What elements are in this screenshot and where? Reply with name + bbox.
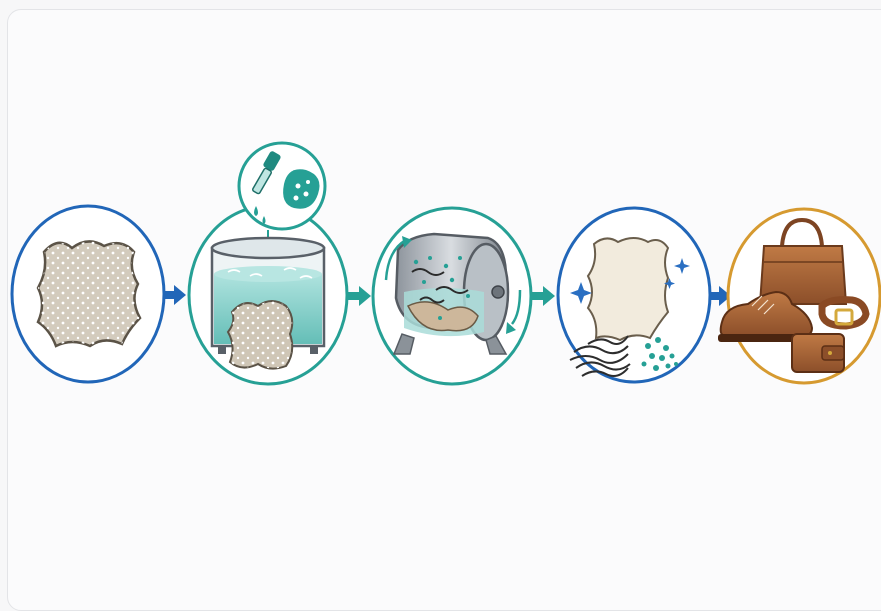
flow-arrow-3: [532, 286, 555, 306]
step-drum-processing: [373, 208, 531, 384]
enzyme-callout: [239, 143, 325, 229]
flow-arrow-2: [348, 286, 371, 306]
step-leather-goods: [718, 209, 880, 383]
step-enzyme-soak: [189, 143, 347, 384]
wallet-icon: [792, 334, 844, 372]
clean-pelt-icon: [588, 238, 668, 340]
process-diagram: [0, 0, 881, 592]
step-raw-hide: [12, 206, 164, 382]
flow-arrow-1: [165, 285, 186, 305]
step-clean-pelt: [558, 208, 710, 382]
raw-hide-icon: [38, 241, 140, 346]
